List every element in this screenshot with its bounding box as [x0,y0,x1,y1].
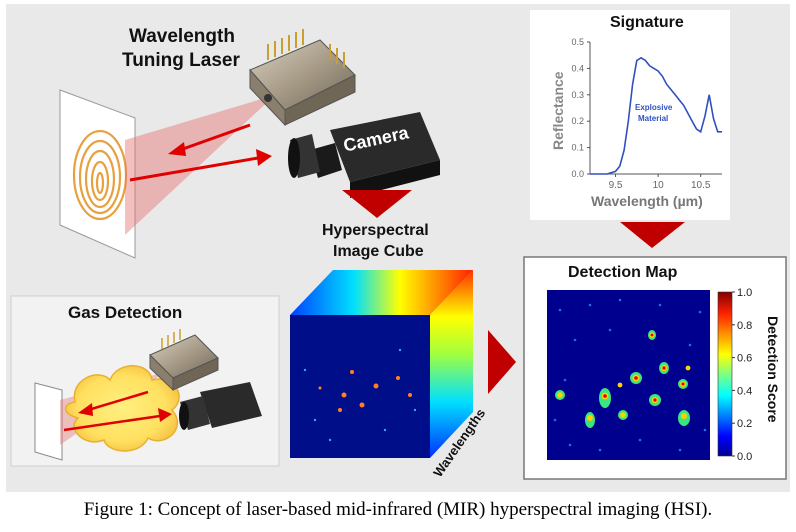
gas-cloud-icon [64,365,180,452]
cube-top-face [290,270,473,315]
gas-camera-arrow-line [63,414,161,432]
return-arrow-line [179,123,251,152]
gas-return-arrow-head [78,403,93,416]
right-arrow-map [488,330,516,394]
camera-icon [288,112,440,198]
gas-target-sheet [34,382,63,461]
colorbar [717,291,733,457]
signature-ytick-label: 0.4 [571,63,584,73]
down-arrow-map [620,222,685,248]
explosive-label-line1: Explosive [635,103,673,112]
cube-title-line2: Image Cube [333,243,424,260]
laser-beam-cone [125,95,275,235]
gas-detection-title: Gas Detection [68,303,183,322]
signature-chart-bg [530,10,730,220]
camera-arrow-head [256,149,272,166]
signature-xtick-label: 9.5 [609,180,623,191]
laser-title-line1: Wavelength [129,26,235,47]
signature-ytick-label: 0.5 [571,37,584,47]
colorbar-tick-label: 0.0 [737,451,752,463]
fingerprint-icon [72,129,128,221]
camera-arrow-line [129,156,259,182]
signature-xtick-label: 10.5 [691,180,711,191]
cube-side-face [430,270,473,458]
signature-axes [589,42,722,175]
signature-series-line [590,56,722,175]
cube-hotspots [318,370,412,412]
colorbar-label: Detection Score [765,316,781,423]
signature-ylabel: Reflectance [550,71,566,150]
colorbar-tick-label: 0.8 [737,320,752,332]
signature-title: Signature [610,14,684,31]
detection-map-hotspots [555,330,691,428]
cube-title-line1: Hyperspectral [322,222,429,239]
colorbar-tick-label: 0.4 [737,385,752,397]
signature-xtick-label: 10 [653,180,665,191]
signature-ytick-label: 0.2 [571,116,584,126]
cube-front-face [290,315,430,458]
return-arrow-head [168,142,186,156]
figure-caption: Figure 1: Concept of laser-based mid-inf… [83,499,713,520]
gas-return-arrow-line [87,390,149,412]
signature-ytick-label: 0.0 [571,169,584,179]
gas-camera-icon [179,382,262,430]
colorbar-tick-label: 1.0 [737,287,752,299]
detection-map-image [547,290,710,460]
gas-camera-arrow-head [158,408,172,422]
signature-ytick-label: 0.1 [571,143,584,153]
laser-title-line2: Tuning Laser [122,50,240,71]
down-arrow-cube [342,190,412,218]
signature-xlabel: Wavelength (µm) [591,193,703,209]
colorbar-tick-label: 0.6 [737,353,752,365]
explosive-label-line2: Material [638,114,669,123]
signature-ytick-label: 0.3 [571,90,584,100]
gas-laser-device-icon [149,329,219,392]
detection-map-speckle [553,298,707,452]
detection-map-title: Detection Map [568,264,678,281]
hyperspectral-cube [290,270,473,458]
laser-device-icon [249,29,356,127]
colorbar-tick-label: 0.2 [737,418,752,430]
